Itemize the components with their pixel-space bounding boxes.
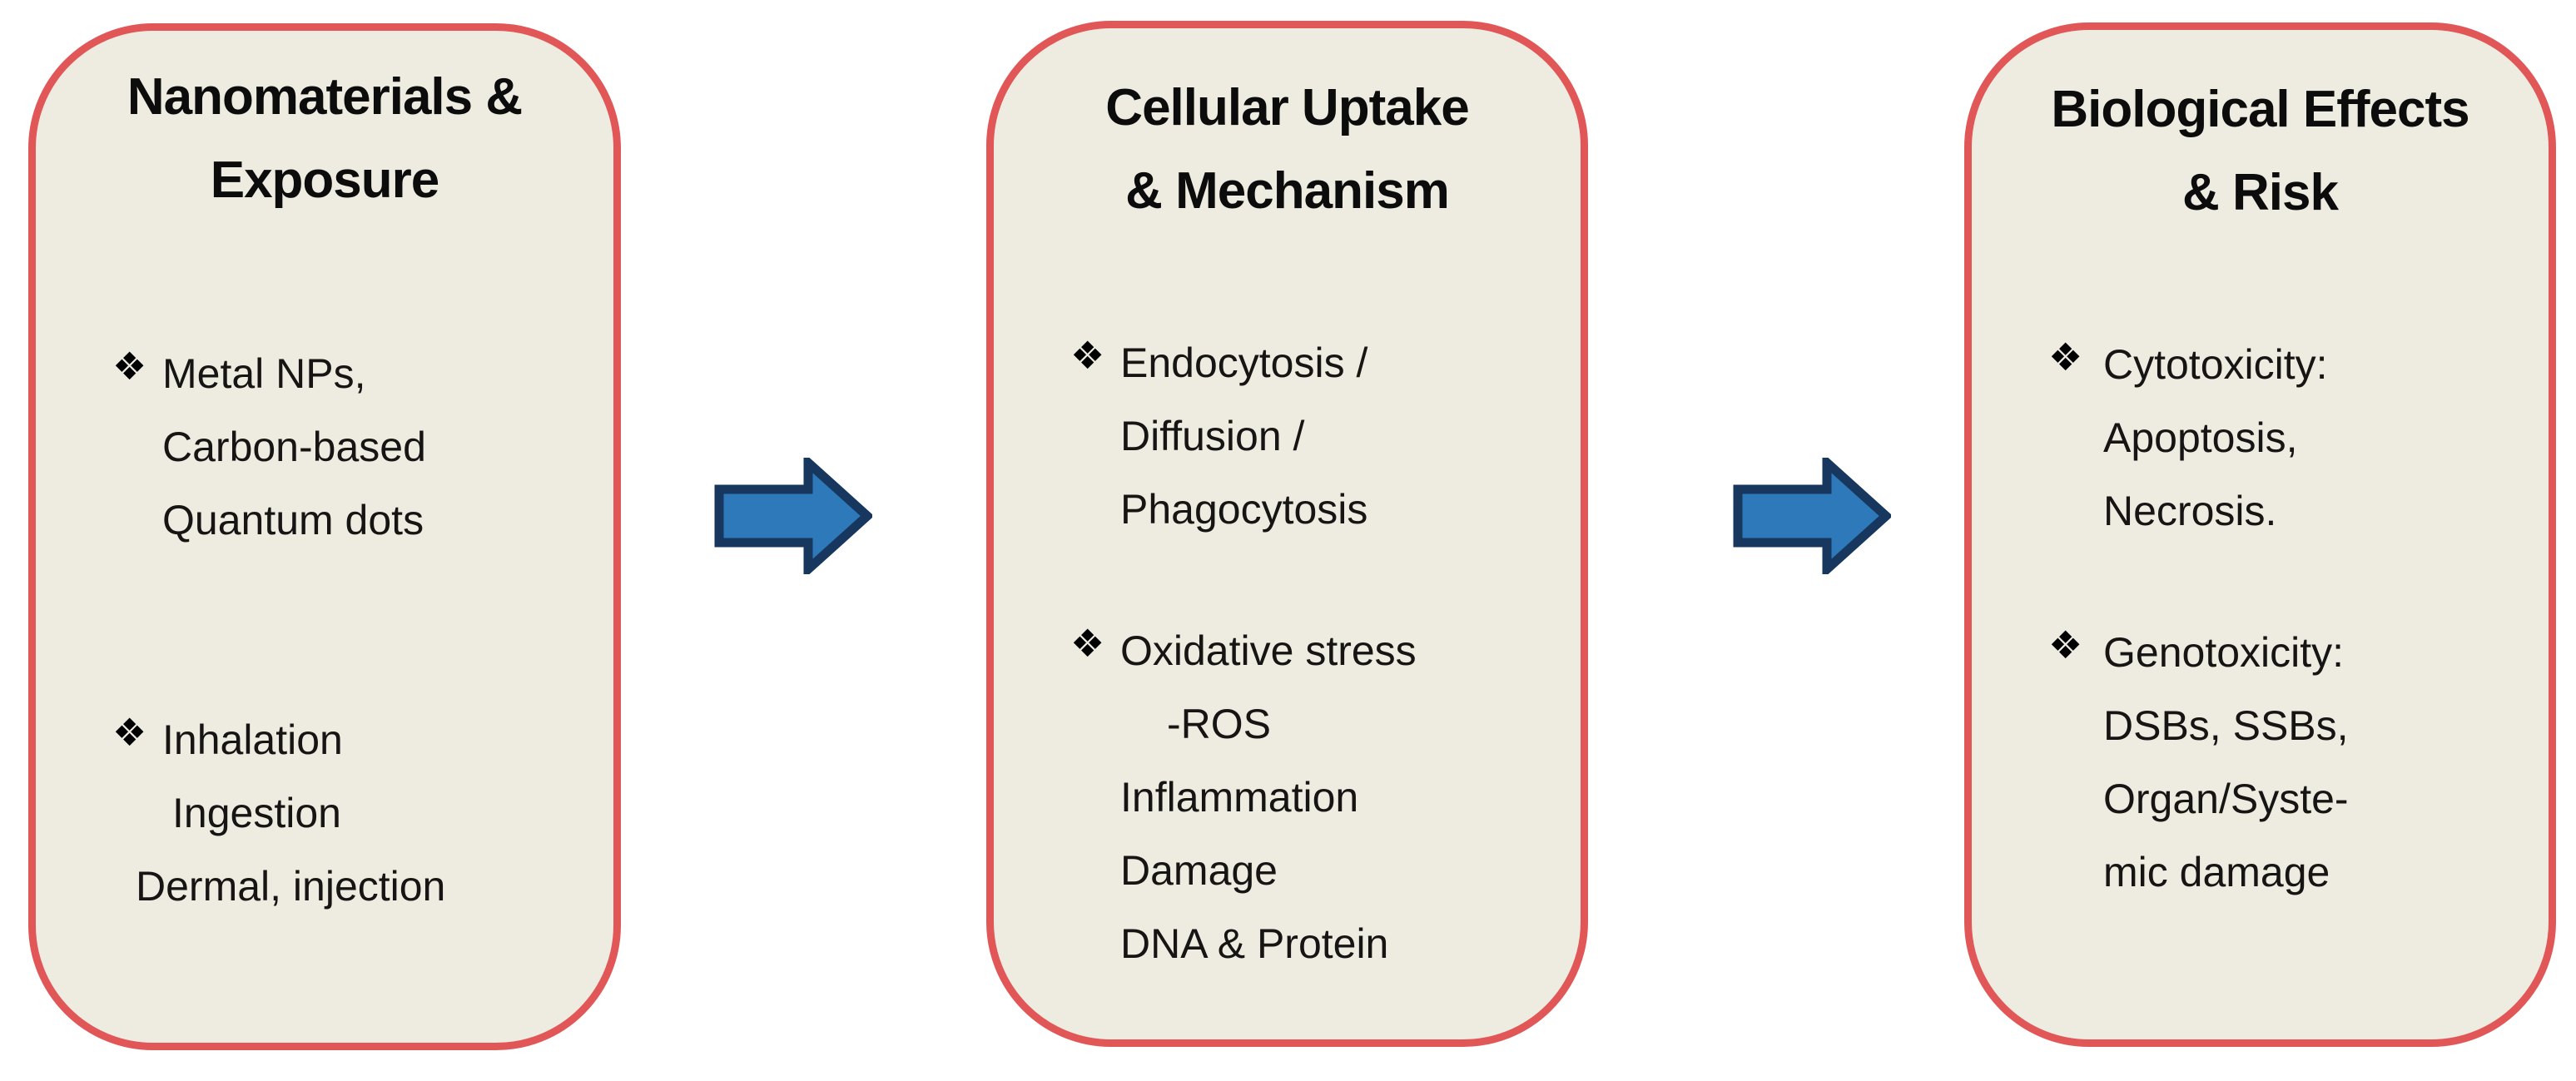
bullet-line: Damage bbox=[1120, 847, 1278, 894]
box-title: Nanomaterials & Exposure bbox=[69, 56, 580, 222]
bullet-line: Phagocytosis bbox=[1120, 486, 1368, 533]
bullet-line: DSBs, SSBs, bbox=[2103, 702, 2349, 749]
bullet-line: Inhalation bbox=[162, 717, 343, 763]
bullet-line: Carbon-based bbox=[162, 424, 426, 470]
bullet-line: Organ/Syste- bbox=[2103, 776, 2349, 822]
bullet-line: Apoptosis, bbox=[2103, 414, 2298, 461]
title-line: Biological Effects bbox=[2051, 81, 2469, 138]
bullet-item-cytotoxicity: ❖ Cytotoxicity: Apoptosis, Necrosis. bbox=[2005, 328, 2515, 548]
bullet-line: Cytotoxicity: bbox=[2103, 341, 2328, 388]
title-line: & Mechanism bbox=[1125, 162, 1450, 220]
title-line: Exposure bbox=[210, 151, 440, 209]
bullet-line: Endocytosis / bbox=[1120, 340, 1368, 386]
bullet-item-nanomaterial-types: ❖ Metal NPs, Carbon-based Quantum dots bbox=[69, 337, 580, 557]
bullet-line: mic damage bbox=[2103, 849, 2330, 895]
bullet-item-oxidative-stress: ❖ Oxidative stress -ROS Inflammation Dam… bbox=[1027, 614, 1547, 980]
bullet-line: Dermal, injection bbox=[136, 863, 446, 910]
title-line: Nanomaterials & bbox=[127, 68, 523, 126]
bullet-line: -ROS bbox=[1167, 701, 1271, 747]
bullet-diamond-icon: ❖ bbox=[112, 711, 147, 754]
bullet-line: Ingestion bbox=[172, 790, 341, 836]
box-cellular-uptake-mechanism: Cellular Uptake & Mechanism ❖ Endocytosi… bbox=[986, 21, 1588, 1047]
bullet-diamond-icon: ❖ bbox=[2048, 335, 2083, 379]
bullet-item-uptake-pathways: ❖ Endocytosis / Diffusion / Phagocytosis bbox=[1027, 326, 1547, 546]
box-biological-effects-risk: Biological Effects & Risk ❖ Cytotoxicity… bbox=[1964, 22, 2556, 1047]
bullet-item-genotoxicity: ❖ Genotoxicity: DSBs, SSBs, Organ/Syste-… bbox=[2005, 616, 2515, 909]
bullet-diamond-icon: ❖ bbox=[112, 345, 147, 388]
bullet-diamond-icon: ❖ bbox=[1070, 622, 1105, 665]
title-line: & Risk bbox=[2182, 164, 2339, 221]
flow-arrow-icon bbox=[714, 458, 872, 574]
bullet-line: Genotoxicity: bbox=[2103, 629, 2345, 676]
bullet-line: Quantum dots bbox=[162, 497, 424, 543]
bullet-line: Diffusion / bbox=[1120, 413, 1305, 459]
box-nanomaterials-exposure: Nanomaterials & Exposure ❖ Metal NPs, Ca… bbox=[28, 23, 621, 1050]
bullet-diamond-icon: ❖ bbox=[1070, 334, 1105, 377]
bullet-item-exposure-routes: ❖ Inhalation Ingestion Dermal, injection bbox=[69, 703, 580, 923]
box-title: Biological Effects & Risk bbox=[2005, 68, 2515, 235]
flow-arrow-icon bbox=[1733, 458, 1891, 574]
bullet-line: Necrosis. bbox=[2103, 488, 2277, 534]
bullet-line: Metal NPs, bbox=[162, 350, 366, 397]
box-title: Cellular Uptake & Mechanism bbox=[1027, 67, 1547, 233]
bullet-diamond-icon: ❖ bbox=[2048, 623, 2083, 667]
bullet-line: Inflammation bbox=[1120, 774, 1359, 821]
bullet-line: DNA & Protein bbox=[1120, 920, 1389, 967]
bullet-line: Oxidative stress bbox=[1120, 627, 1417, 674]
title-line: Cellular Uptake bbox=[1105, 79, 1469, 136]
